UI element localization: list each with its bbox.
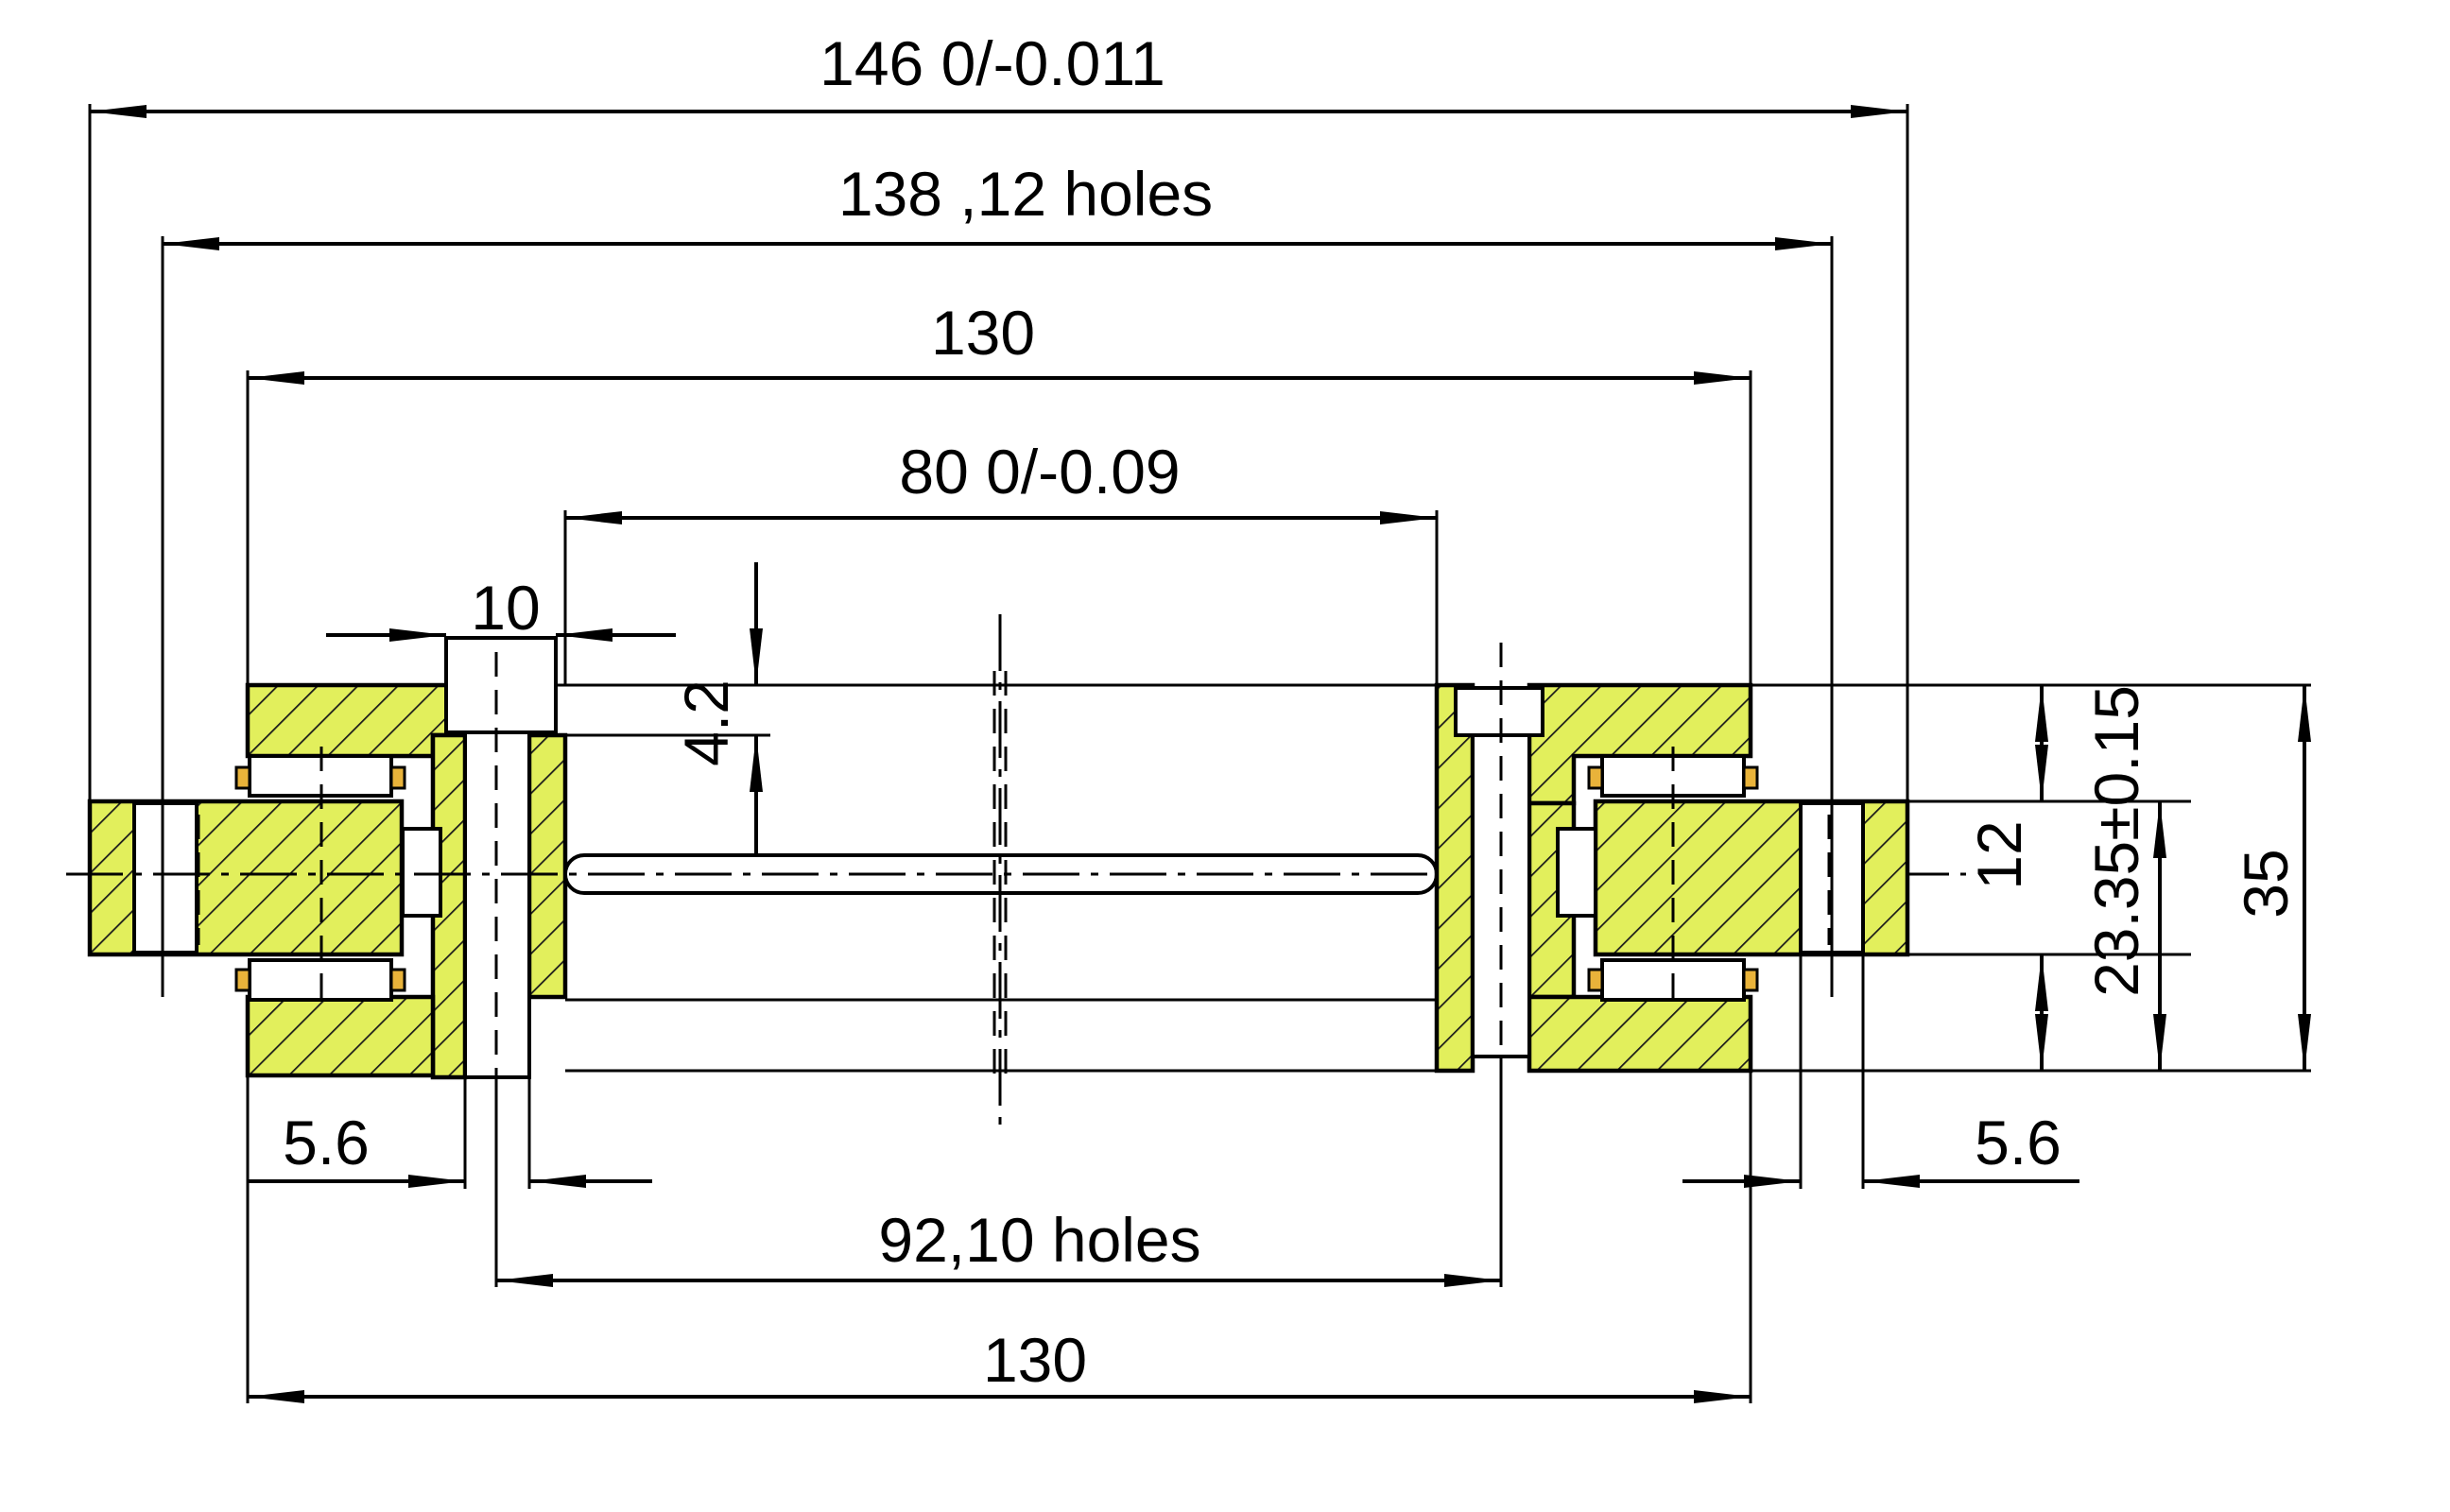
roller-right-mid (1556, 827, 1597, 918)
dim-label-138: 138 ,12 holes (838, 159, 1213, 229)
bolt-counterbore-left (444, 636, 558, 734)
bolt-head-right (1454, 686, 1544, 737)
dim-label-10: 10 (471, 573, 540, 643)
seal-left-bottom-b (389, 968, 406, 992)
roller-left-mid (401, 827, 442, 918)
dim-label-146: 146 0/-0.011 (820, 28, 1165, 98)
inner-ring-right-lower (1527, 994, 1753, 1074)
dimension-lines (88, 104, 2311, 1403)
inner-ring-right-body (1434, 682, 1475, 1074)
outer-ring-left-hole (132, 801, 198, 954)
dimension-labels: 146 0/-0.011 138 ,12 holes 130 80 0/-0.0… (283, 28, 2301, 1395)
inner-ring-left-lower (245, 994, 436, 1078)
seal-right-top-a (1587, 765, 1604, 790)
left-section (87, 636, 568, 1087)
dim-label-2335: 23.35±0.15 (2081, 685, 2151, 997)
dim-label-35: 35 (2231, 849, 2301, 918)
bolt-shank-right (1471, 733, 1531, 1058)
dim-label-42: 4.2 (671, 679, 741, 766)
dim-label-12: 12 (1964, 820, 2034, 889)
seal-right-bottom-b (1742, 968, 1759, 992)
dim-label-80: 80 0/-0.09 (899, 437, 1180, 507)
dim-label-56-left: 5.6 (283, 1108, 370, 1177)
dim-label-56-right: 5.6 (1975, 1108, 2062, 1177)
right-section (1434, 643, 1910, 1101)
seal-left-bottom-a (234, 968, 251, 992)
dim-label-130-top: 130 (931, 298, 1035, 368)
dim-label-92: 92,10 holes (878, 1205, 1200, 1275)
seal-right-top-b (1742, 765, 1759, 790)
seal-left-top-a (234, 765, 251, 790)
seal-left-top-b (389, 765, 406, 790)
dim-label-130-bottom: 130 (983, 1325, 1087, 1395)
seal-right-bottom-a (1587, 968, 1604, 992)
left-bore-wall (526, 732, 568, 1000)
